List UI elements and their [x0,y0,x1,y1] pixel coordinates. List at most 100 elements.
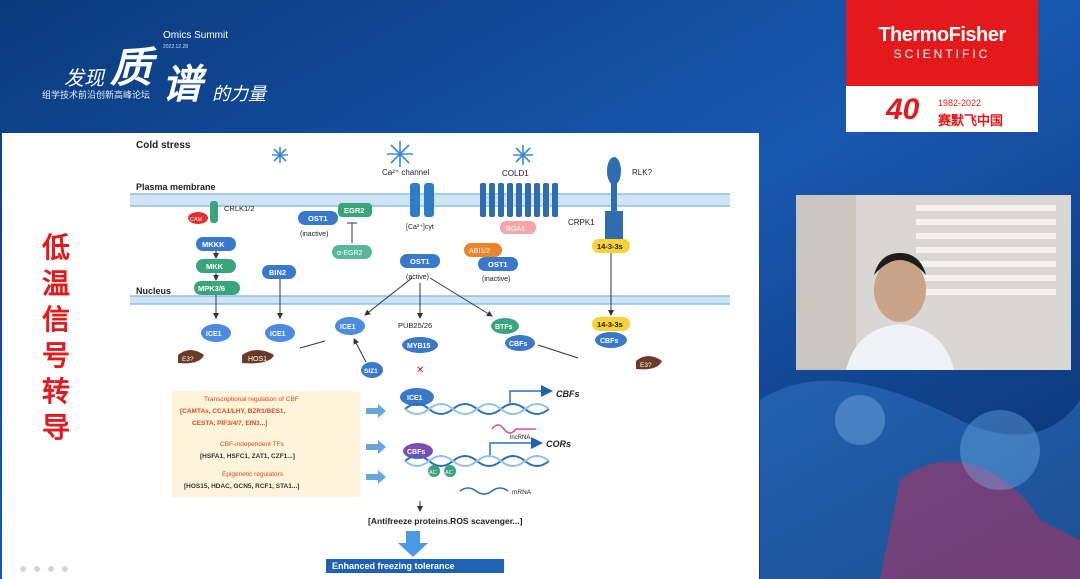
player-indicator [48,566,54,572]
aegr2-label: α-EGR2 [337,250,363,257]
cbfs-label: CBFs [509,341,527,348]
p1433-bottom-node [592,317,630,331]
egr2-node [338,203,372,217]
mrna-label: mRNA [512,489,532,496]
cbfs-dna-label: CBFs [407,449,425,456]
e3-label: E3? [182,356,194,363]
myb15-label: MYB15 [407,343,430,350]
cors-label: CORs [546,439,571,449]
ac-node [428,465,440,477]
crlk-node [210,201,218,223]
box-line: [HSFA1, HSFC1, ZAT1, CZF1...] [200,453,295,460]
event-title-char2: 谱 [162,61,202,108]
ice1-node [335,317,365,335]
ost1-active-label: OST1 [410,257,430,266]
p1433-top-node [592,239,630,253]
e3-node [178,350,204,364]
mpk-node [194,281,240,295]
event-date: 2022.12.28 [163,44,189,50]
lncrna-label: lncRNA [510,435,530,441]
cbfs-node [505,335,535,351]
crlk-label: CRLK1/2 [224,204,254,213]
p1433-top-label: 14-3-3s [597,242,623,251]
title-char: 温 [41,267,70,300]
cbfs-node [595,332,627,348]
speaker-video-frame [796,195,1071,370]
btfs-label: BTFs [495,324,513,331]
event-subtitle: 组学技术前沿创新高峰论坛 [42,91,151,101]
abi-node [464,243,502,257]
brand-logo: ThermoFisher SCIENTIFIC 40 1982-2022 赛默飞… [846,0,1038,132]
ost1-inactive-label: OST1 [308,214,328,223]
cbfs-dna-node [403,443,433,459]
cam-node [188,212,208,224]
enhanced-banner [326,559,504,573]
ice1-node [265,324,295,342]
cold1-receptor [480,183,558,217]
mkkk-label: MKKK [202,240,225,249]
anniversary-label: 赛默飞中国 [938,114,1004,129]
rlk-label: RLK? [632,168,653,177]
cold-signaling-diagram: Cold stress Plasma membrane Ca²⁺ channel… [130,140,730,573]
crpk1-node [605,211,623,239]
cold1-label: COLD1 [502,169,529,178]
box-title: CBF-independent TFs [220,441,285,448]
bin2-node [262,265,296,279]
myb15-node [402,337,438,353]
title-char: 转 [41,375,70,408]
egr2-label: EGR2 [344,206,364,215]
crpk1-label: CRPK1 [568,218,595,227]
pub-label: PUB25/26 [398,321,432,330]
title-char: 信 [41,303,70,336]
ice1-dna-node [400,388,434,406]
ice1-label: ICE1 [270,331,286,338]
event-title-en: Omics Summit [163,30,228,41]
ca-channel-label: Ca²⁺ channel [382,168,430,177]
player-indicator [34,566,40,572]
title-char: 导 [41,411,70,444]
ca-cyt-label: [Ca²⁺]cyt [406,224,434,231]
mkkk-node [196,237,236,251]
mpk-label: MPK3/6 [198,284,225,293]
brand-sub: SCIENTIFIC [893,47,991,61]
event-title-part1: 发现 [64,66,104,90]
nucleus-label: Nucleus [136,286,171,296]
slide-title-vertical: 低 温 信 号 转 导 [36,230,76,446]
brand-red-panel: ThermoFisher SCIENTIFIC [846,0,1038,86]
rlk-receptor [607,157,621,185]
ac-label: AC [445,470,453,476]
cold-stress-label: Cold stress [136,140,191,151]
mkk-node [196,259,236,273]
active-label: (active) [406,274,429,281]
player-indicator [20,566,26,572]
box-title: Transcriptional regulation of CBF [204,396,299,403]
inactive-b-label: (inactive) [482,276,510,283]
box-title: Epigenetic regulators [222,471,284,478]
rga1-label: RGA1 [506,226,525,233]
nuclear-membrane [130,296,730,304]
antifreeze-label: [Antifreeze proteins.ROS scavenger...] [368,516,523,526]
aegr2-node [332,245,372,259]
speaker-video [796,195,1071,370]
mkk-label: MKK [206,262,224,271]
regulation-box [172,391,360,437]
svg-text:✕: ✕ [416,365,424,376]
e3-label: E3? [640,362,652,369]
ost1-inactive-b-node [478,257,518,271]
btfs-node [491,318,519,334]
e3-node [636,356,662,370]
box-line: [CAMTAs, CCA1/LHY, BZR1/BES1, [180,408,286,415]
siz1-node [361,362,383,378]
ac-node [444,465,456,477]
cbfs-gene-label: CBFs [556,389,580,399]
box-line: CESTA, PIF3/4/7, EIN3...] [192,420,267,427]
inactive-label: (inactive) [300,231,328,238]
ost1-inactive-node [298,211,338,225]
player-indicator [62,566,68,572]
cam-label: CAM [190,217,203,223]
brand-name: ThermoFisher [878,24,1006,46]
regulation-box [172,467,360,497]
anniversary-number: 40 [886,93,920,126]
ice1-dna-label: ICE1 [407,395,423,402]
ice1-label: ICE1 [340,324,356,331]
